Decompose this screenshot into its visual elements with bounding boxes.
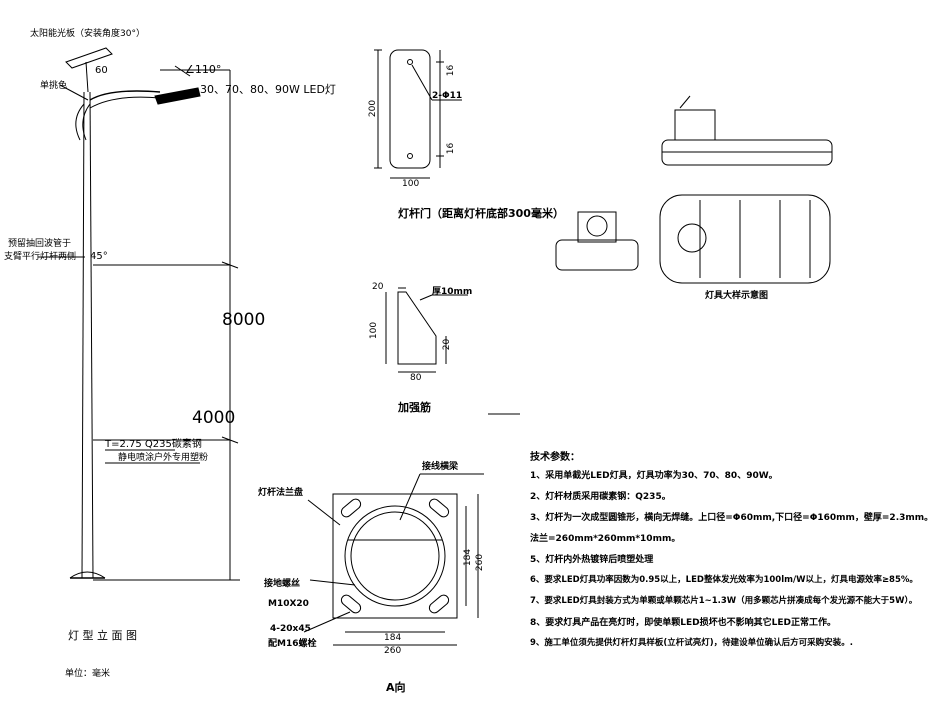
flange-plate-drawing [303, 473, 484, 646]
slot-hole [428, 594, 450, 614]
spec-item: 2、灯杆材质采用碳素钢：Q235。 [530, 492, 671, 502]
ground-bolt-spec: M10X20 [268, 599, 309, 609]
slot-hole [428, 498, 450, 518]
elevation-title: 灯 型 立 面 图 [68, 629, 137, 642]
slot-hole [340, 594, 362, 614]
door-height-200: 200 [368, 99, 379, 118]
led-lamp-head [154, 87, 201, 105]
rib-dim-20-side: 20 [442, 338, 453, 351]
stiffener-rib-drawing [385, 287, 468, 373]
door-width-100: 100 [402, 179, 420, 189]
pole-material-label: T=2.75 Q235碳素钢 [105, 439, 202, 450]
anchor-bolt-spec: 配M16螺栓 [268, 639, 317, 649]
rib-thickness: 厚10mm [432, 287, 473, 297]
unit-label: 单位：毫米 [65, 669, 111, 679]
door-hole-spec: 2-Φ11 [432, 91, 463, 101]
spec-item: 1、采用单截光LED灯具，灯具功率为30、70、80、90W。 [530, 471, 778, 481]
rib-caption: 加强筋 [398, 401, 431, 414]
spec-item: 3、灯杆为一次成型圆锥形，横向无焊缝。上口径=Φ60mm,下口径=Φ160mm，… [530, 513, 933, 523]
rib-dim-20-top: 20 [372, 282, 384, 292]
drawing-sheet [38, 47, 833, 646]
flange-label: 灯杆法兰盘 [258, 488, 304, 498]
pipe-note-line2: 支臂平行灯杆两侧 [4, 252, 77, 262]
slot-hole-spec: 4-20x45 [270, 624, 311, 634]
specs-title: 技术参数： [530, 452, 580, 463]
door-caption: 灯杆门（距离灯杆底部300毫米） [398, 207, 564, 220]
door-dim-16-bottom: 16 [446, 142, 457, 155]
door-dim-16-top: 16 [446, 64, 457, 77]
rib-width-80: 80 [410, 373, 422, 383]
spec-item: 7、要求LED灯具封装方式为单颗或单颗芯片1~1.3W（用多颗芯片拼凑成每个发光… [530, 596, 918, 606]
height-8000: 8000 [222, 310, 266, 330]
pipe-note-line1: 预留抽回波管于 [8, 239, 72, 249]
flange-dim-260-horizontal: 260 [384, 646, 402, 656]
spec-item: 9、施工单位须先提供灯杆灯具样板(立杆试亮灯)，待建设单位确认后方可采购安装。. [530, 638, 853, 648]
angle-45-label: 45° [90, 251, 108, 262]
flange-dim-260-vertical: 260 [475, 553, 486, 572]
solar-panel-label: 太阳能光板（安装角度30°） [30, 29, 145, 39]
lamp-power-label: 30、70、80、90W LED灯 [200, 83, 336, 96]
door-panel-drawing [374, 49, 462, 179]
fixture-detail-drawing [555, 95, 833, 284]
height-4000: 4000 [192, 408, 236, 428]
flange-dim-184-vertical: 184 [463, 548, 474, 567]
arm-angle-label: ∠110° [185, 63, 222, 76]
spec-item: 5、灯杆内外热镀锌后喷塑处理 [530, 555, 654, 565]
pole-coating-label: 静电喷涂户外专用塑粉 [118, 453, 209, 463]
arm-label: 单挑色 [40, 81, 68, 91]
rib-height-100: 100 [369, 321, 380, 340]
flange-dim-184-horizontal: 184 [384, 633, 402, 643]
spec-item: 8、要求灯具产品在亮灯时，即使单颗LED损坏也不影响其它LED正常工作。 [530, 618, 836, 628]
solar-panel [65, 47, 113, 69]
lamp-arm [89, 90, 161, 101]
flange-view-caption: A向 [386, 681, 406, 694]
slot-hole [340, 498, 362, 518]
spec-item: 6、要求LED灯具功率因数为0.95以上，LED整体发光效率为100lm/W以上… [530, 575, 918, 585]
panel-dimension: 60 [95, 65, 108, 76]
fixture-caption: 灯具大样示意图 [705, 291, 769, 301]
wire-beam-label: 接线横梁 [422, 462, 459, 472]
spec-item: 法兰=260mm*260mm*10mm。 [530, 534, 681, 544]
pole-elevation [38, 47, 240, 581]
ground-bolt-label: 接地螺丝 [264, 579, 301, 589]
